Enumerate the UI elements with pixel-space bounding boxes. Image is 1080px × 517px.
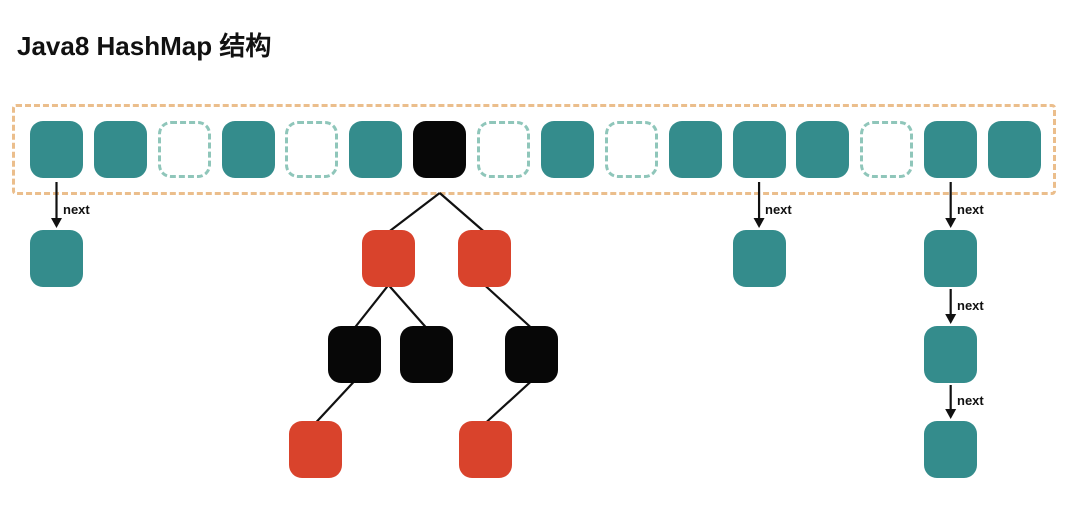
- array-cell-4-empty: [285, 121, 338, 178]
- list-node-bucket14-2: [924, 421, 977, 478]
- list-node-bucket11-0: [733, 230, 786, 287]
- tree-edge-root-L: [387, 192, 441, 233]
- array-cell-9-empty: [605, 121, 658, 178]
- tree-node-LR-black: [400, 326, 453, 383]
- list-node-bucket14-1: [924, 326, 977, 383]
- next-label: next: [765, 202, 792, 217]
- next-label: next: [957, 393, 984, 408]
- tree-node-LLL-red: [289, 421, 342, 478]
- page-title: Java8 HashMap 结构: [17, 31, 272, 61]
- tree-edge-R-RR: [483, 284, 533, 329]
- array-cell-2-empty: [158, 121, 211, 178]
- tree-edge-root-R: [438, 192, 486, 233]
- list-node-bucket14-0: [924, 230, 977, 287]
- tree-node-LL-black: [328, 326, 381, 383]
- next-arrowhead-icon: [945, 218, 957, 228]
- next-arrowhead-icon: [753, 218, 765, 228]
- list-node-bucket0-0: [30, 230, 83, 287]
- next-label: next: [957, 298, 984, 313]
- tree-edge-L-LL: [353, 284, 390, 329]
- next-arrowhead-icon: [945, 314, 957, 324]
- array-cell-11-occupied: [733, 121, 786, 178]
- array-cell-0-occupied: [30, 121, 83, 178]
- array-cell-5-occupied: [349, 121, 402, 178]
- tree-node-R-red: [458, 230, 511, 287]
- tree-edge-LL-LLL: [314, 380, 356, 424]
- tree-edge-L-LR: [387, 284, 428, 329]
- array-cell-15-occupied: [988, 121, 1041, 178]
- array-cell-12-occupied: [796, 121, 849, 178]
- array-cell-6-treeified: [413, 121, 466, 178]
- bucket-array-container: [12, 104, 1056, 195]
- array-cell-1-occupied: [94, 121, 147, 178]
- tree-node-L-red: [362, 230, 415, 287]
- tree-node-RRL-red: [459, 421, 512, 478]
- next-arrowhead-icon: [51, 218, 62, 228]
- next-label: next: [957, 202, 984, 217]
- next-label: next: [63, 202, 90, 217]
- array-cell-10-occupied: [669, 121, 722, 178]
- tree-edge-RR-RRL: [484, 380, 533, 424]
- next-arrowhead-icon: [945, 409, 957, 419]
- array-cell-7-empty: [477, 121, 530, 178]
- array-cell-13-empty: [860, 121, 913, 178]
- array-cell-8-occupied: [541, 121, 594, 178]
- array-cell-3-occupied: [222, 121, 275, 178]
- tree-node-RR-black: [505, 326, 558, 383]
- array-cell-14-occupied: [924, 121, 977, 178]
